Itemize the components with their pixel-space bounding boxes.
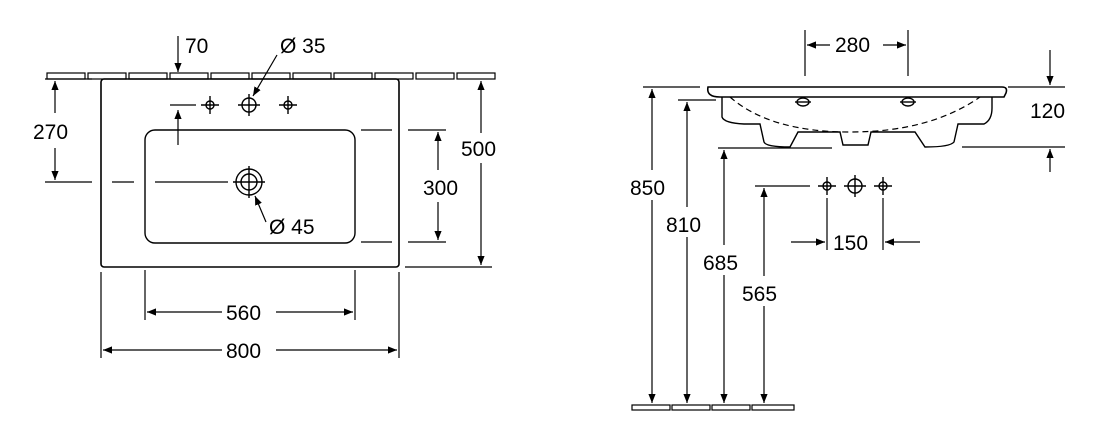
dim-70-label: 70 [185, 35, 208, 58]
floor-line [631, 404, 795, 411]
top-view: 70 Ø 35 270 500 300 Ø 45 560 [33, 35, 496, 363]
dim-565-label: 565 [742, 283, 777, 306]
wall-tap-holes [818, 175, 892, 197]
waste-hole [233, 166, 265, 198]
dim-150-label: 150 [833, 232, 868, 255]
dim-500-label: 500 [461, 138, 496, 161]
dim-810-label: 810 [666, 214, 701, 237]
dim-800-label: 800 [226, 340, 261, 363]
dim-dia45-label: Ø 45 [269, 216, 315, 239]
bowl-outline [144, 129, 356, 244]
side-view: 280 120 150 [630, 30, 1065, 411]
dim-685-label: 685 [703, 252, 738, 275]
dim-270-label: 270 [33, 121, 68, 144]
basin-profile [706, 86, 1008, 148]
dim-120-label: 120 [1030, 100, 1065, 123]
tap-holes [201, 94, 297, 116]
wall-line [46, 72, 496, 80]
dim-300-label: 300 [423, 177, 458, 200]
dim-280-label: 280 [835, 34, 870, 57]
basin-outline [100, 78, 400, 268]
dim-560-label: 560 [226, 302, 261, 325]
dim-dia35-label: Ø 35 [280, 35, 326, 58]
dim-850-label: 850 [630, 177, 665, 200]
